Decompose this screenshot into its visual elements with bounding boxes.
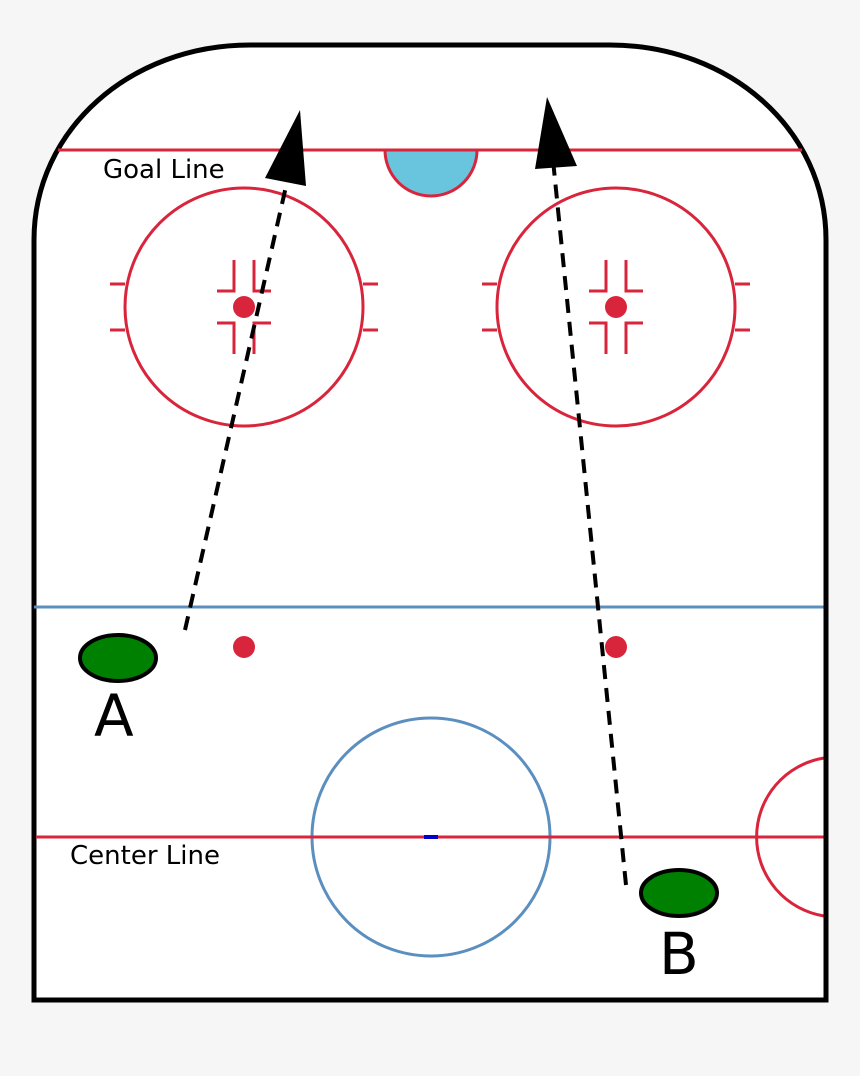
neutral-dot-left: [233, 636, 255, 658]
arrow-b-path: [550, 149, 628, 886]
goal-crease: [383, 148, 479, 198]
player-b-marker: [639, 868, 719, 918]
faceoff-dot-left: [233, 296, 255, 318]
faceoff-circle-right: [482, 186, 750, 428]
neutral-dot-right: [605, 636, 627, 658]
player-b-label: B: [659, 920, 699, 988]
goal-line-label: Goal Line: [103, 155, 225, 185]
arrow-a-head: [265, 110, 306, 186]
arrow-a-path: [183, 159, 294, 631]
faceoff-dot-right: [605, 296, 627, 318]
faceoff-circle-left: [110, 186, 378, 428]
arrow-b-head: [535, 97, 577, 169]
center-line-label: Center Line: [70, 841, 220, 871]
player-a-label: A: [94, 682, 134, 750]
player-a-marker: [78, 633, 158, 683]
rink-boards: [31, 42, 829, 1003]
referee-crease: [755, 756, 825, 918]
